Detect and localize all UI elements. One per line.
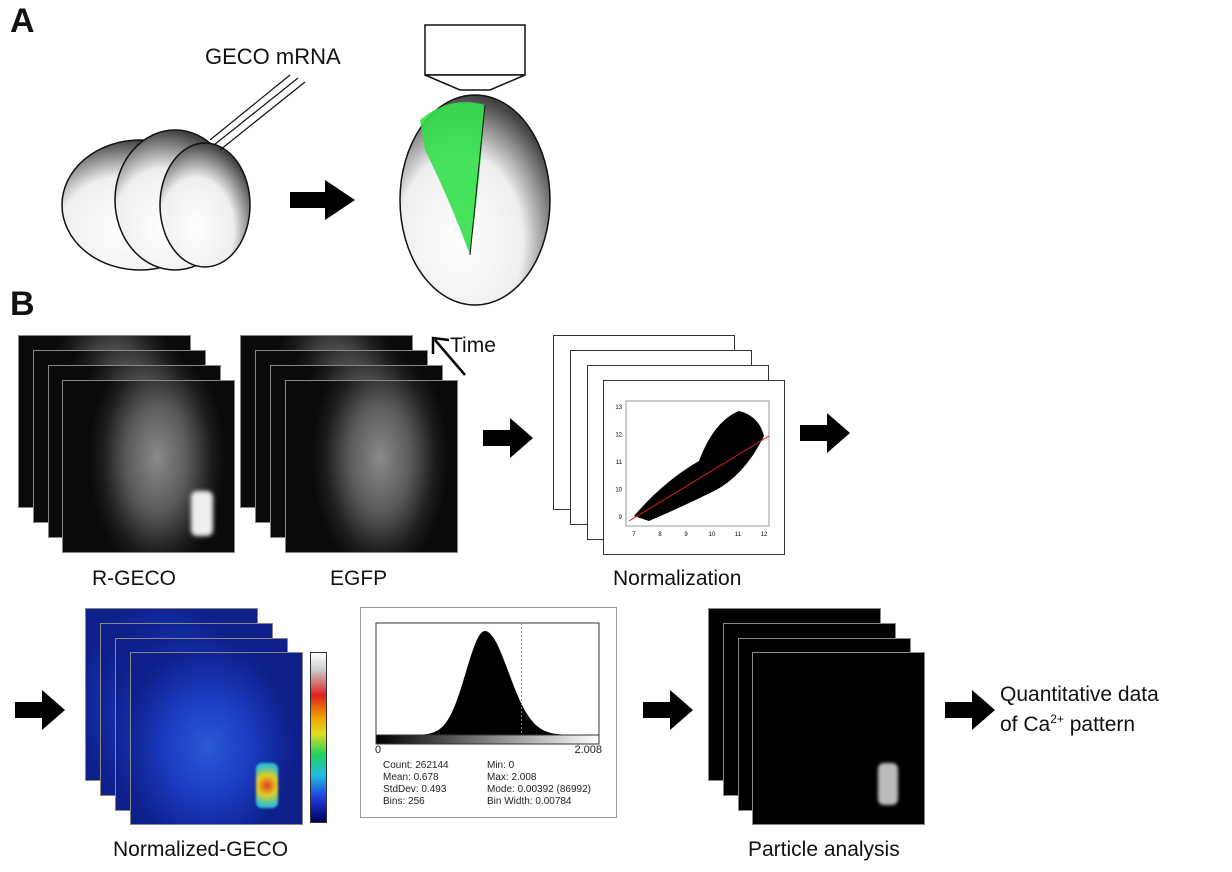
injection-label: GECO mRNA — [205, 44, 341, 69]
time-arrow-icon — [431, 336, 466, 376]
output-line2: of Ca2+ pattern — [1000, 712, 1136, 736]
normalization-label: Normalization — [613, 567, 742, 590]
arrow-icon — [15, 690, 65, 730]
arrow-icon — [945, 690, 995, 730]
egfp-frame — [285, 380, 458, 553]
injection-pipette — [209, 74, 306, 151]
stat-count: Count: 262144 — [383, 760, 449, 771]
stat-stddev: StdDev: 0.493 — [383, 784, 447, 795]
rgeco-label: R-GECO — [92, 567, 176, 590]
x-tick-label: 8 — [658, 532, 662, 538]
histogram-area — [376, 631, 599, 735]
particle-analysis-label: Particle analysis — [748, 838, 900, 861]
microscope-objective-icon — [424, 24, 526, 91]
histogram-window: 0 2.008 Count: 262144 Min: 0 Mean: 0.678… — [360, 607, 617, 818]
stat-bins: Bins: 256 — [383, 796, 425, 807]
x-tick-label: 9 — [684, 532, 688, 538]
arrow-icon — [800, 413, 850, 453]
panel-a-letter: A — [10, 2, 35, 40]
output-label: Quantitative data of Ca2+ pattern — [1000, 683, 1159, 737]
x-tick-label: 11 — [735, 532, 742, 538]
y-tick-label: 11 — [616, 460, 623, 466]
embryo-4-cell — [61, 129, 251, 271]
particle-frame — [752, 652, 925, 825]
time-label: Time — [450, 334, 496, 357]
y-tick-label: 13 — [615, 405, 622, 411]
hist-min-label: 0 — [375, 744, 382, 756]
y-tick-label: 9 — [619, 515, 623, 521]
stat-mean: Mean: 0.678 — [383, 772, 439, 783]
stat-bin-width: Bin Width: 0.00784 — [487, 796, 572, 807]
arrow-icon — [290, 180, 355, 220]
x-tick-label: 10 — [709, 532, 716, 538]
panel-a-illustration — [61, 24, 551, 306]
normalized-frame — [130, 652, 303, 825]
hist-max-label: 2.008 — [574, 744, 602, 756]
x-tick-label: 12 — [761, 532, 768, 538]
arrow-icon — [483, 418, 533, 458]
green-expression-region — [420, 102, 485, 255]
normalized-geco-label: Normalized-GECO — [113, 838, 289, 861]
stat-max: Max: 2.008 — [487, 772, 537, 783]
stat-min: Min: 0 — [487, 760, 515, 771]
colorbar — [310, 652, 327, 823]
scatter-plot: 7 8 9 10 11 12 9 10 11 12 13 — [603, 380, 785, 555]
y-tick-label: 10 — [615, 488, 622, 494]
x-tick-label: 7 — [632, 532, 636, 538]
output-line1: Quantitative data — [1000, 683, 1159, 706]
scatter-svg: 7 8 9 10 11 12 9 10 11 12 13 — [615, 400, 770, 538]
y-tick-label: 12 — [615, 433, 622, 439]
histogram-chart — [375, 622, 600, 745]
rgeco-frame — [62, 380, 235, 553]
arrow-icon — [643, 690, 693, 730]
egfp-label: EGFP — [330, 567, 388, 590]
panel-b-letter: B — [10, 285, 35, 323]
embryo-injected — [399, 94, 551, 306]
grayscale-bar — [375, 734, 600, 745]
stat-mode: Mode: 0.00392 (86992) — [487, 784, 591, 795]
